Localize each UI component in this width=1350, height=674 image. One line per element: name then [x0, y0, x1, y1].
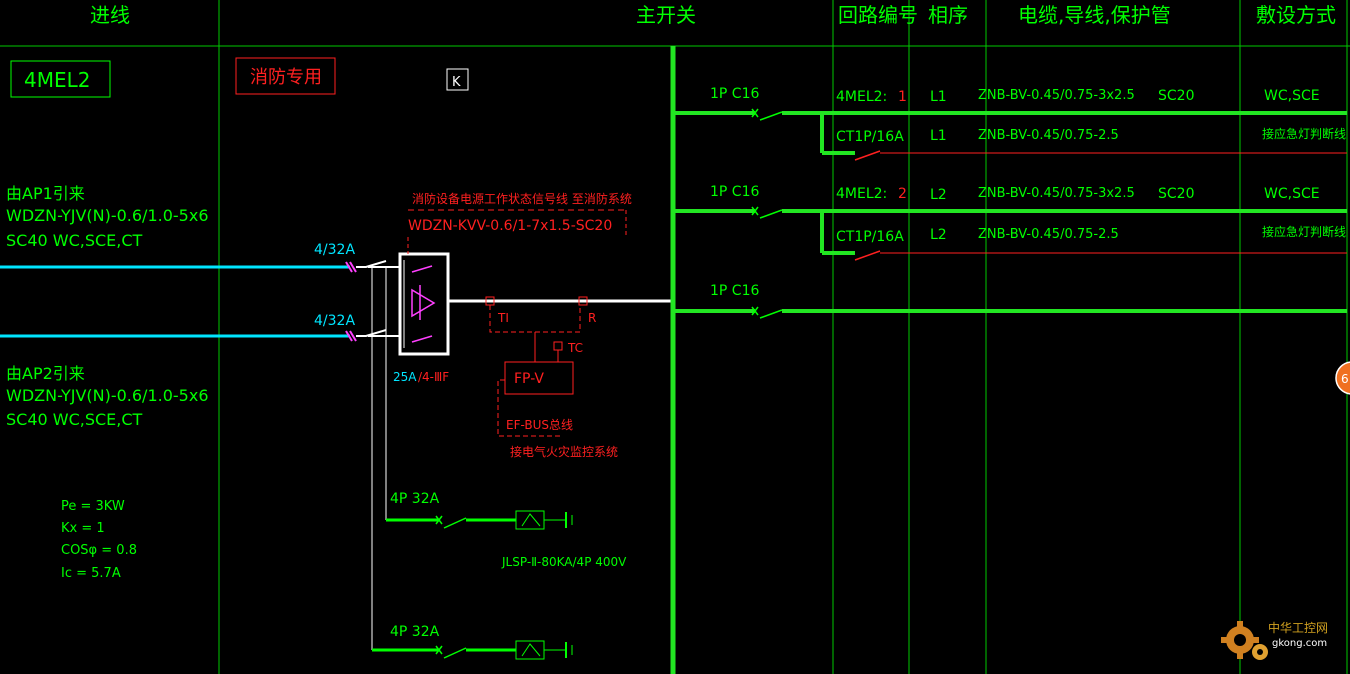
circuit1-phase: L1: [930, 89, 947, 105]
k-mark: K: [452, 75, 461, 90]
circuit2-sub-phase: L2: [930, 227, 947, 243]
feeder1-conduit: SC40 WC,SCE,CT: [6, 231, 143, 250]
k-mark-box: [446, 68, 469, 91]
circuit1-sub-cable: ZNB-BV-0.45/0.75-2.5: [978, 128, 1119, 143]
monitor-target: 接电气火灾监控系统: [510, 444, 618, 459]
header-phase: 相序: [928, 3, 968, 27]
circuit2-breaker: 1P C16: [710, 184, 759, 200]
circuit2-id-prefix: 4MEL2:: [836, 186, 887, 202]
monitor-r: R: [588, 311, 596, 325]
monitor-ti: TI: [497, 311, 509, 325]
spd1-breaker: 4P 32A: [390, 491, 440, 507]
load-ic: Ic = 5.7A: [61, 566, 121, 581]
circuit2-phase: L2: [930, 187, 947, 203]
circuit-1: 1P C16 4MEL2: 1 L1 ZNB-BV-0.45/0.75-3x2.…: [673, 86, 1347, 161]
feeder1-cable: WDZN-YJV(N)-0.6/1.0-5x6: [6, 206, 209, 225]
panel-name-box: [10, 60, 111, 98]
header-laying: 敷设方式: [1256, 3, 1336, 27]
circuit1-breaker: 1P C16: [710, 86, 759, 102]
ats-contacts: [356, 260, 400, 650]
monitor-fpv: FP-V: [514, 371, 544, 387]
circuit-2: 1P C16 4MEL2: 2 L2 ZNB-BV-0.45/0.75-3x2.…: [673, 184, 1347, 261]
load-kx: Kx = 1: [61, 521, 105, 536]
spd2-breaker: 4P 32A: [390, 624, 440, 640]
circuit2-laying: WC,SCE: [1264, 186, 1320, 202]
feeder1-source: 由AP1引来: [6, 184, 85, 203]
gear-icon: [1221, 621, 1268, 660]
circuit1-cable: ZNB-BV-0.45/0.75-3x2.5: [978, 88, 1135, 103]
circuit2-conduit: SC20: [1158, 186, 1194, 202]
edge-badge-label: 6: [1341, 372, 1349, 386]
panel-name: 4MEL2: [24, 68, 90, 92]
header-main-switch: 主开关: [636, 3, 696, 27]
header-cable: 电缆,导线,保护管: [1018, 3, 1171, 27]
circuit1-sub-note: 接应急灯判断线: [1262, 126, 1346, 141]
header-circuit-no: 回路编号: [838, 3, 918, 27]
watermark: 中华工控网 gkong.com: [1221, 620, 1328, 660]
ats-symbol: [411, 265, 436, 343]
feeder1-breaker: 4/32A: [314, 242, 355, 258]
signal-cable: WDZN-KVV-0.6/1-7x1.5-SC20: [408, 218, 612, 234]
load-pe: Pe = 3KW: [61, 499, 125, 514]
circuit1-sub-phase: L1: [930, 128, 947, 144]
circuit2-sub-cable: ZNB-BV-0.45/0.75-2.5: [978, 227, 1119, 242]
spd-branch-1: 4P 32A JLSP-Ⅱ-80KA/4P 400V: [386, 491, 627, 569]
circuit2-id-num: 2: [898, 186, 907, 202]
ats-box: [398, 252, 450, 356]
circuit1-laying: WC,SCE: [1264, 88, 1320, 104]
edge-badge[interactable]: [1335, 361, 1350, 395]
ats-rating: 25A: [393, 370, 417, 384]
feeder2-cable: WDZN-YJV(N)-0.6/1.0-5x6: [6, 386, 209, 405]
feeder2-source: 由AP2引来: [6, 364, 85, 383]
fire-tag-box: [235, 57, 336, 95]
signal-title: 消防设备电源工作状态信号线 至消防系统: [412, 191, 632, 206]
feeder-breaker-marks: [345, 261, 357, 342]
fire-tag: 消防专用: [250, 67, 322, 88]
feeder2-conduit: SC40 WC,SCE,CT: [6, 410, 143, 429]
spd1-model: JLSP-Ⅱ-80KA/4P 400V: [501, 555, 627, 569]
header-incoming: 进线: [90, 3, 130, 27]
circuit-3: 1P C16: [673, 283, 1347, 319]
ats-poles: /4-ⅢF: [418, 370, 449, 384]
monitor-tc: TC: [567, 341, 583, 355]
feeder2-breaker: 4/32A: [314, 313, 355, 329]
watermark-url: gkong.com: [1272, 638, 1327, 649]
circuit1-conduit: SC20: [1158, 88, 1194, 104]
circuit1-id-prefix: 4MEL2:: [836, 89, 887, 105]
fpv-box: [504, 361, 574, 395]
circuit2-cable: ZNB-BV-0.45/0.75-3x2.5: [978, 186, 1135, 201]
spd-branch-2: 4P 32A: [372, 624, 573, 660]
circuit1-id-num: 1: [898, 89, 907, 105]
monitor-wiring: [485, 296, 588, 437]
monitor-bus: EF-BUS总线: [506, 418, 573, 432]
circuit2-sub-breaker: CT1P/16A: [836, 229, 904, 245]
circuit2-sub-note: 接应急灯判断线: [1262, 224, 1346, 239]
circuit3-breaker: 1P C16: [710, 283, 759, 299]
load-cos: COSφ = 0.8: [61, 543, 137, 558]
circuit1-sub-breaker: CT1P/16A: [836, 129, 904, 145]
watermark-cn: 中华工控网: [1268, 620, 1328, 635]
